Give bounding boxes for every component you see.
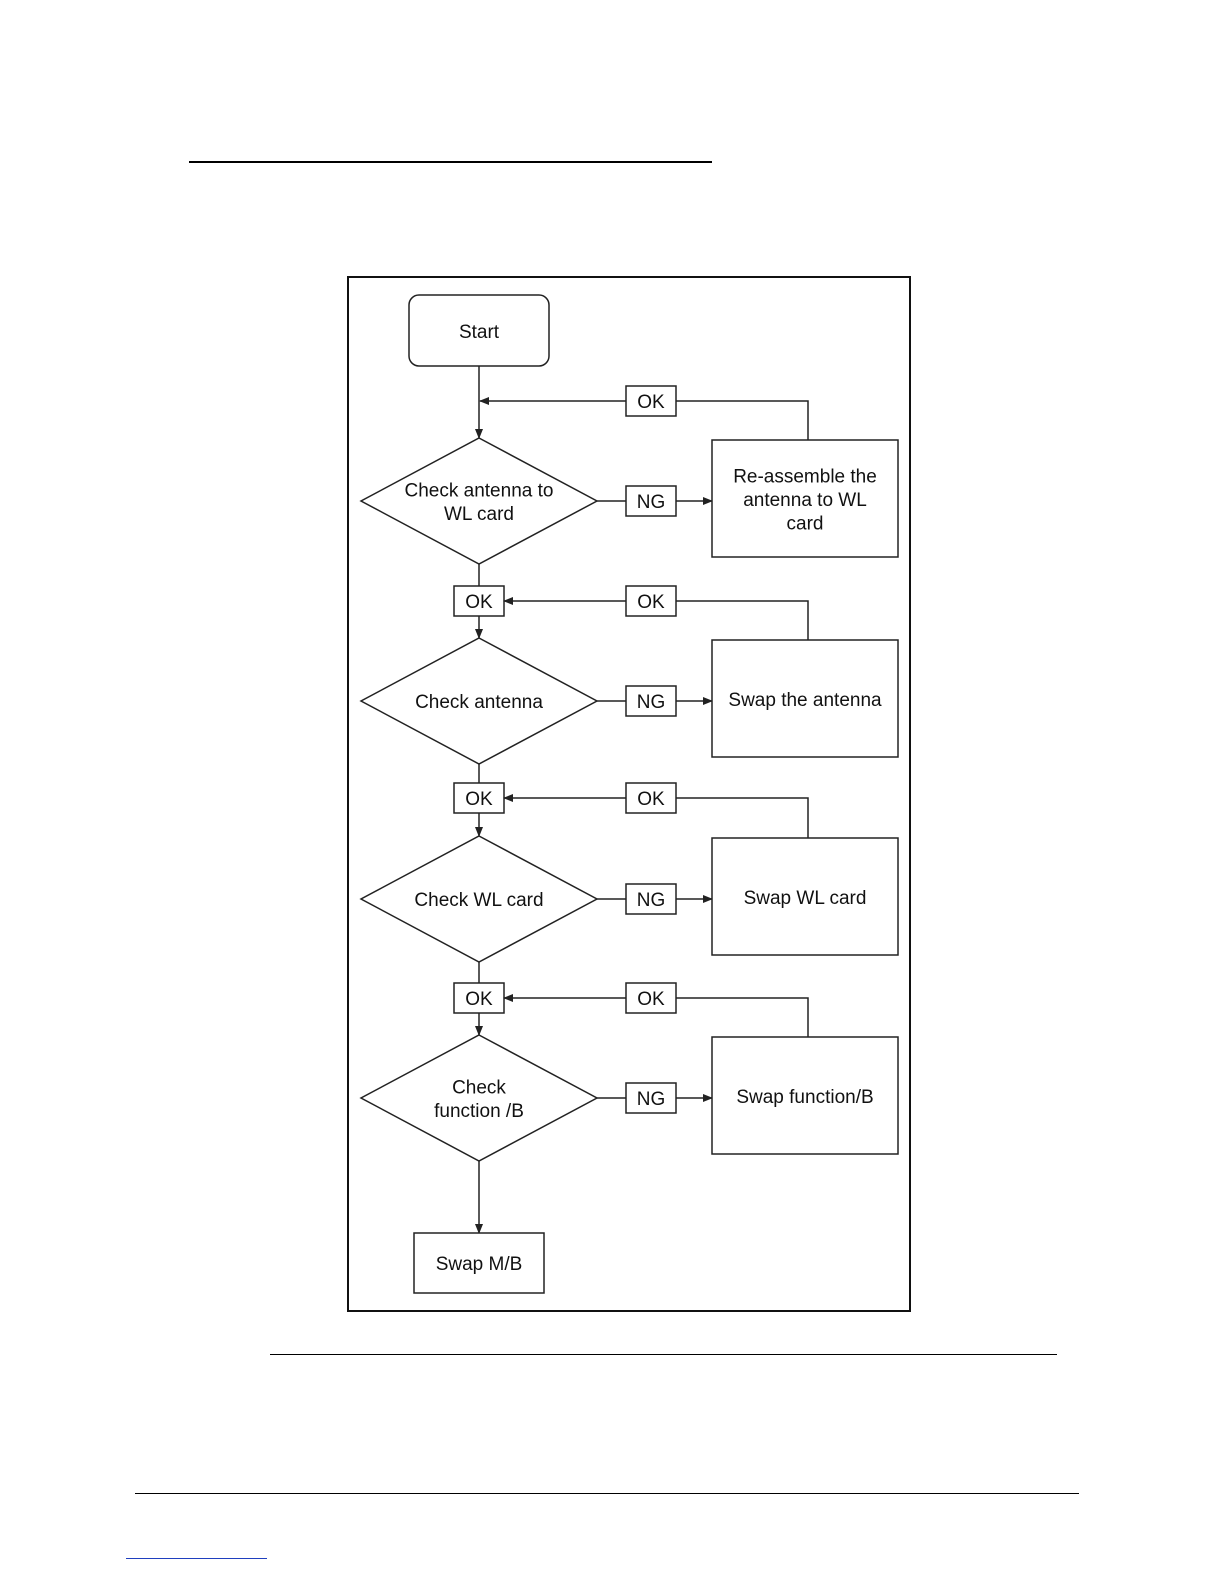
action-label-3: Swap function/B	[736, 1087, 873, 1108]
pass-ok-label-2: OK	[465, 789, 493, 810]
start-label: Start	[459, 322, 500, 343]
end-label: Swap M/B	[436, 1254, 523, 1275]
action-label-1: Swap the antenna	[728, 690, 882, 711]
decision-label-3: function /B	[434, 1101, 524, 1122]
return-ok-label-3: OK	[637, 989, 665, 1010]
return-line-1	[676, 601, 808, 640]
return-line-0	[676, 401, 808, 440]
return-line-2	[676, 798, 808, 838]
action-label-0: Re-assemble the	[733, 467, 877, 488]
ng-label-3: NG	[637, 1089, 666, 1110]
ng-label-1: NG	[637, 692, 666, 713]
decision-label-1: Check antenna	[415, 692, 543, 713]
action-label-0: card	[787, 514, 824, 535]
decision-label-0: WL card	[444, 504, 514, 525]
pass-ok-label-3: OK	[465, 989, 493, 1010]
ng-label-2: NG	[637, 890, 666, 911]
action-label-0: antenna to WL	[743, 490, 867, 511]
return-ok-label-2: OK	[637, 789, 665, 810]
ng-label-0: NG	[637, 492, 666, 513]
decision-label-3: Check	[452, 1077, 506, 1098]
decision-label-2: Check WL card	[414, 890, 543, 911]
return-line-3	[676, 998, 808, 1037]
pass-ok-label-1: OK	[465, 592, 493, 613]
decision-label-0: Check antenna to	[405, 480, 554, 501]
action-label-2: Swap WL card	[744, 888, 867, 909]
return-ok-label-1: OK	[637, 592, 665, 613]
return-ok-label-0: OK	[637, 392, 665, 413]
